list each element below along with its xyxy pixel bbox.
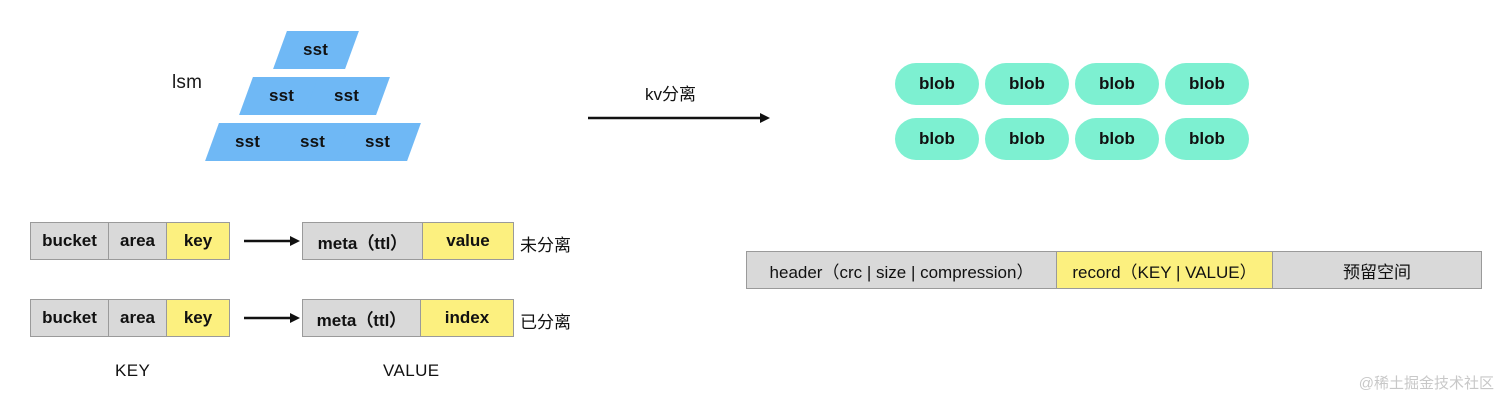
key-cell-key: key [167,223,229,259]
key-column-label: KEY [115,361,151,380]
record-segment-record: record（KEY | VALUE） [1057,252,1273,288]
key-cell-bucket: bucket [31,223,109,259]
sst-block: sst [304,77,390,115]
blob-node: blob [985,118,1069,160]
kv-separation-arrow-icon [588,113,770,123]
row-note-not-separated: 未分离 [520,236,571,255]
key-record-row: bucket area key [30,222,230,260]
blob-node: blob [1075,118,1159,160]
value-cell-index: index [421,300,513,336]
value-column-label: VALUE [383,361,440,380]
blob-node: blob [1165,118,1249,160]
blob-node: blob [895,118,979,160]
key-to-value-arrow-icon [244,313,300,323]
kv-separation-label: kv分离 [645,85,696,104]
value-cell-meta: meta（ttl） [303,300,421,336]
key-cell-bucket: bucket [31,300,109,336]
sst-label: sst [235,132,261,151]
sst-label: sst [334,86,360,105]
value-cell-value: value [423,223,513,259]
value-cell-meta: meta（ttl） [303,223,423,259]
row-note-separated: 已分离 [520,313,571,332]
watermark: @稀土掘金技术社区 [1358,375,1494,392]
sst-block: sst [335,123,421,161]
key-to-value-arrow-icon [244,236,300,246]
blob-node: blob [1165,63,1249,105]
value-record-row: meta（ttl） index [302,299,514,337]
key-record-row: bucket area key [30,299,230,337]
blob-node: blob [895,63,979,105]
record-layout-bar: header（crc | size | compression） record（… [746,251,1482,289]
key-cell-area: area [109,300,167,336]
value-record-row: meta（ttl） value [302,222,514,260]
blob-node: blob [985,63,1069,105]
key-cell-key: key [167,300,229,336]
sst-label: sst [300,132,326,151]
key-cell-area: area [109,223,167,259]
lsm-label: lsm [172,72,203,93]
sst-label: sst [269,86,295,105]
blob-node: blob [1075,63,1159,105]
sst-label: sst [303,40,329,59]
sst-label: sst [365,132,391,151]
sst-block: sst [273,31,359,69]
record-segment-header: header（crc | size | compression） [747,252,1057,288]
record-segment-reserved: 预留空间 [1273,252,1481,288]
